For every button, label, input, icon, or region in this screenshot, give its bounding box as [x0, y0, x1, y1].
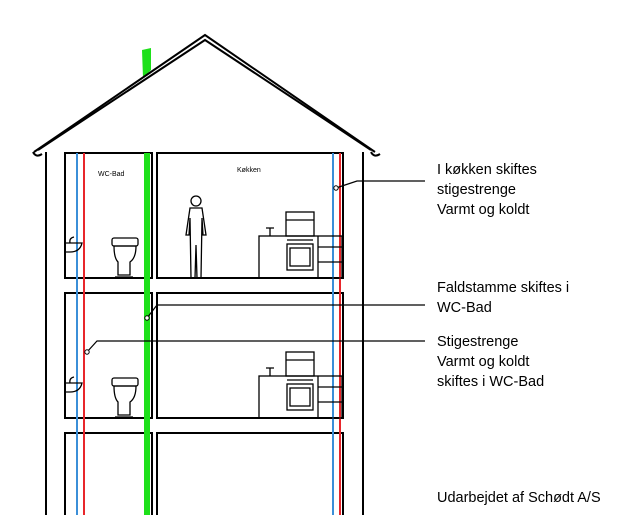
- kitchen-riser-callout-line-2: stigestrenge: [437, 182, 516, 198]
- roof-vent-pipe: [142, 48, 151, 78]
- bath-label: WC-Bad: [98, 171, 125, 178]
- toilet-middle: [111, 377, 139, 418]
- bath-room-lower: [64, 432, 153, 515]
- kitchen-riser-callout-line-1: I køkken skiftes: [437, 162, 537, 178]
- washbasin-middle: [66, 376, 83, 393]
- bath-riser-callout-line-2: Varmt og koldt: [437, 354, 530, 370]
- kitchen-riser-pipes: [332, 153, 341, 515]
- bath-riser-callout-line-1: Stigestrenge: [437, 334, 519, 350]
- roof: [32, 33, 381, 157]
- bath-riser-pipes: [76, 153, 85, 515]
- bath-room-upper: [64, 152, 153, 279]
- kitchen-room-upper: [156, 152, 344, 279]
- kitchen-riser-callout-line-3: Varmt og koldt: [437, 202, 530, 218]
- drain-stack-callout-line-2: WC-Bad: [437, 300, 492, 316]
- outer-walls: [45, 152, 364, 515]
- callout-leader-dots: [84, 185, 339, 355]
- toilet-upper: [111, 237, 139, 278]
- bath-room-middle: [64, 292, 153, 419]
- credit-text: Udarbejdet af Schødt A/S: [437, 490, 601, 506]
- drain-stack-callout-line-1: Faldstamme skiftes i: [437, 280, 570, 296]
- bath-riser-callout-line-3: skiftes i WC-Bad: [437, 374, 545, 390]
- kitchen-units-upper: [258, 211, 343, 279]
- kitchen-room-middle: [156, 292, 344, 419]
- kitchen-riser-callout: I køkken skiftes stigestrenge Varmt og k…: [437, 160, 537, 220]
- washbasin-upper: [66, 236, 83, 253]
- person-figure: [185, 195, 207, 279]
- drain-stack-pipe: [144, 153, 150, 515]
- kitchen-label: Køkken: [237, 167, 261, 174]
- bath-riser-callout: Stigestrenge Varmt og koldt skiftes i WC…: [437, 332, 544, 392]
- drain-stack-callout: Faldstamme skiftes i WC-Bad: [437, 278, 569, 318]
- callout-leader-lines: [86, 180, 425, 353]
- kitchen-room-lower: [156, 432, 344, 515]
- kitchen-units-middle: [258, 351, 343, 419]
